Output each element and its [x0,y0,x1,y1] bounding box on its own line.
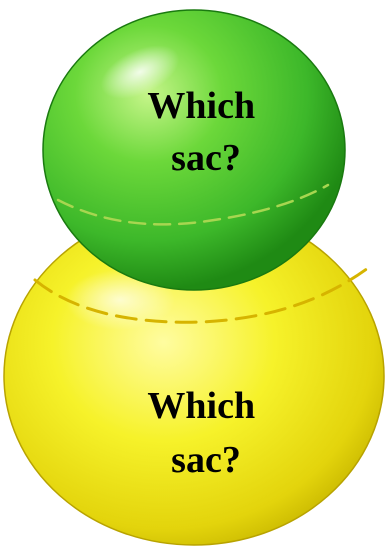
green-sac-label-line1: Which [147,85,255,127]
yellow-sac-label-line2: sac? [171,439,241,481]
yellow-sac-label-line1: Which [147,385,255,427]
green-sac-label-line2: sac? [171,137,241,179]
green-sac: Which sac? [43,10,345,290]
